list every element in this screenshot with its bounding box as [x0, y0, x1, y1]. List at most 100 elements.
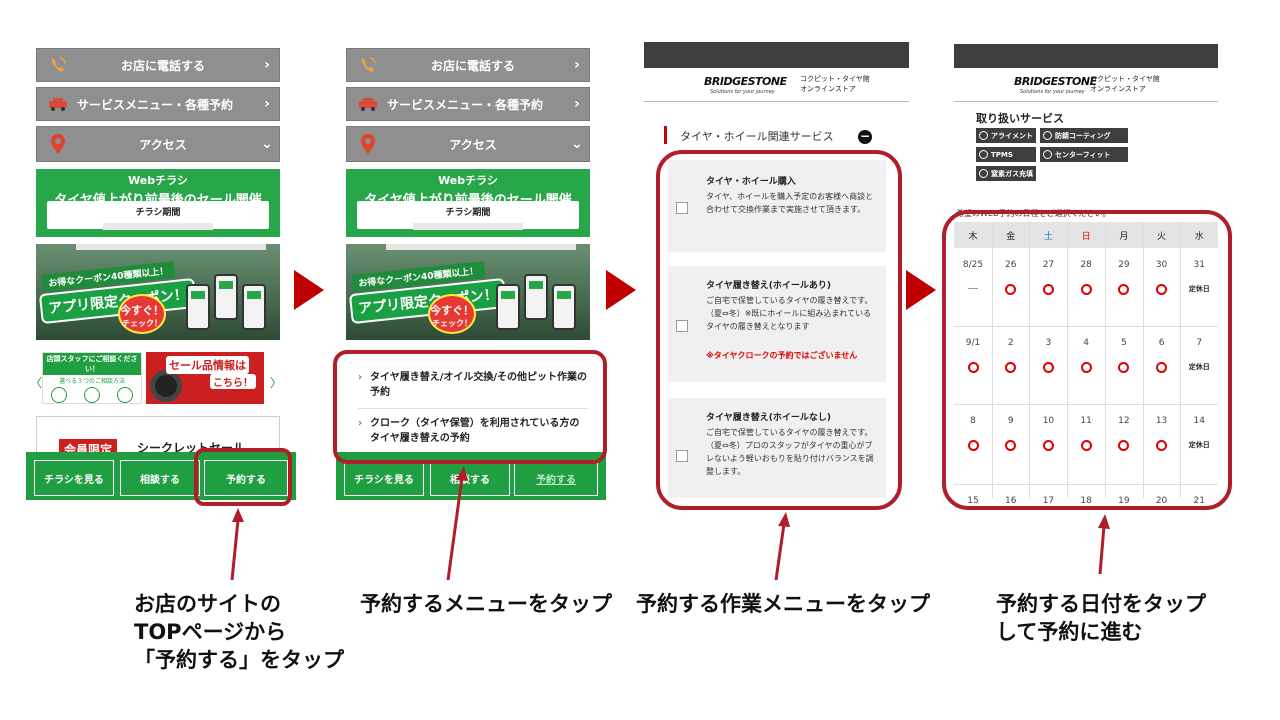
app-top-bar — [644, 42, 909, 68]
service-title: タイヤ履き替え(ホイールあり) — [706, 281, 831, 291]
store-name-line2: オンラインストア — [1090, 85, 1146, 93]
logo-tagline: Solutions for your journey — [1020, 89, 1085, 95]
flyer-line1: Webチラシ — [128, 174, 188, 187]
weekday-label: 土 — [1043, 232, 1053, 242]
phone-icon — [355, 52, 381, 78]
available-slot-icon[interactable] — [992, 362, 1030, 375]
reserve-button[interactable]: 予約する — [204, 460, 288, 496]
reserve-button[interactable]: 予約する — [514, 460, 598, 496]
carousel-next-icon[interactable]: 〉 — [270, 376, 283, 390]
service-checkbox[interactable] — [676, 202, 688, 214]
consult-banner[interactable]: 店頭スタッフにご相談ください！ 選べる３つのご相談方法 — [42, 352, 142, 404]
app-coupon-banner[interactable]: お得なクーポン40種類以上！ アプリ限定クーポン！ 今すぐ！チェック！ — [346, 244, 590, 340]
calendar-date: 15 — [967, 496, 979, 506]
service-checkbox[interactable] — [676, 450, 688, 462]
chevron-down-icon: ⌄ — [571, 136, 583, 152]
grid-line — [1104, 222, 1106, 498]
service-checkbox[interactable] — [676, 320, 688, 332]
consult-head: 店頭スタッフにご相談ください！ — [43, 353, 141, 375]
mail-icon — [83, 387, 100, 403]
phone-image — [214, 274, 238, 320]
view-flyer-button[interactable]: チラシを見る — [34, 460, 114, 496]
plus-icon — [1043, 150, 1052, 159]
web-flyer-banner[interactable]: Webチラシ タイヤ値上がり前最後のセール開催 チラシ期間 — [346, 169, 590, 237]
consult-sub: 選べる３つのご相談方法 — [58, 378, 125, 385]
phone-image — [186, 284, 210, 330]
consult-button[interactable]: 相談する — [430, 460, 510, 496]
grid-line — [954, 404, 1218, 405]
available-slot-icon[interactable] — [1067, 362, 1105, 375]
menu-access-label: アクセス — [139, 137, 187, 152]
calendar-date: 11 — [1080, 416, 1092, 426]
coupon-badge: 今すぐ！チェック！ — [428, 294, 476, 334]
highlight-service-list — [656, 150, 902, 510]
menu-call-label: お店に電話する — [430, 58, 515, 73]
calendar-date: 31 — [1193, 260, 1205, 270]
available-slot-icon[interactable] — [1029, 284, 1067, 297]
available-slot-icon[interactable] — [1105, 362, 1143, 375]
available-slot-icon[interactable] — [954, 440, 992, 453]
available-slot-icon[interactable] — [1105, 284, 1143, 297]
weekday-label: 月 — [1119, 232, 1129, 242]
menu-call-store[interactable]: お店に電話する › — [36, 48, 280, 82]
phone-icon — [116, 387, 133, 403]
service-desc: タイヤ、ホイールを購入予定のお客様へ商談と合わせて交換作業まで実施させて頂きます… — [706, 192, 874, 214]
store-header: BRIDGESTONE Solutions for your journey コ… — [644, 68, 909, 102]
sale-info-banner[interactable]: セール品情報は こちら！ — [146, 352, 264, 404]
calendar-date: 26 — [1004, 260, 1017, 270]
store-name-line2: オンラインストア — [800, 85, 856, 93]
menu-service-reserve[interactable]: サービスメニュー・各種予約 › — [346, 87, 590, 121]
menu-access[interactable]: アクセス ⌄ — [346, 126, 590, 162]
available-slot-icon[interactable] — [954, 362, 992, 375]
phone-image — [242, 284, 266, 330]
carousel-prev-icon[interactable]: 〈 — [30, 376, 43, 390]
available-slot-icon[interactable] — [1143, 440, 1181, 453]
menu-call-store[interactable]: お店に電話する › — [346, 48, 590, 82]
calendar-date: 16 — [1004, 496, 1017, 506]
chevron-right-icon: › — [264, 57, 270, 73]
available-slot-icon[interactable] — [992, 284, 1030, 297]
available-slot-icon[interactable] — [1105, 440, 1143, 453]
service-card-without-wheel[interactable]: タイヤ履き替え(ホイールなし) ご自宅で保管しているタイヤの履き替えです。（夏⇔… — [668, 398, 886, 498]
store-header: BRIDGESTONE Solutions for your journey コ… — [954, 68, 1218, 102]
calendar-date: 14 — [1193, 416, 1205, 426]
nitrogen-icon — [979, 169, 988, 178]
chip-nitrogen: 窒素ガス充填 — [976, 166, 1036, 181]
caption-step-4: 予約する日付をタップして予約に進む — [996, 592, 1206, 644]
available-slot-icon[interactable] — [992, 440, 1030, 453]
calendar-date: 27 — [1042, 260, 1055, 270]
collapse-icon[interactable]: − — [858, 129, 872, 144]
web-flyer-banner[interactable]: Webチラシ タイヤ値上がり前最後のセール開催 チラシ期間 — [36, 169, 280, 237]
calendar-date: 4 — [1083, 338, 1089, 348]
app-coupon-banner[interactable]: お得なクーポン40種類以上！ アプリ限定クーポン！ 今すぐ！チェック！ — [36, 244, 280, 340]
calendar-date: 12 — [1118, 416, 1130, 426]
menu-access[interactable]: アクセス ⌄ — [36, 126, 280, 162]
grid-line — [1142, 222, 1144, 498]
calendar-date: 10 — [1042, 416, 1055, 426]
available-slot-icon[interactable] — [1143, 284, 1181, 297]
consult-button[interactable]: 相談する — [120, 460, 200, 496]
reserve-option-pit-work[interactable]: タイヤ履き替え/オイル交換/その他ピット作業の予約 — [358, 370, 588, 400]
car-icon — [355, 91, 381, 117]
available-slot-icon[interactable] — [1029, 362, 1067, 375]
view-flyer-button[interactable]: チラシを見る — [344, 460, 424, 496]
phone-icon — [45, 52, 71, 78]
service-card-with-wheel[interactable]: タイヤ履き替え(ホイールあり) ご自宅で保管しているタイヤの履き替えです。（夏⇔… — [668, 266, 886, 382]
reserve-option-cloak-change[interactable]: クローク（タイヤ保管）を利用されている方のタイヤ履き替えの予約 — [358, 416, 588, 446]
menu-service-label: サービスメニュー・各種予約 — [77, 97, 234, 112]
available-slot-icon[interactable] — [1143, 362, 1181, 375]
phone-image — [524, 274, 548, 320]
available-slot-icon[interactable] — [1029, 440, 1067, 453]
flyer-line1: Webチラシ — [438, 174, 498, 187]
closed-day-label: 定休日 — [1188, 285, 1210, 293]
logo-tagline: Solutions for your journey — [710, 89, 775, 95]
available-slot-icon[interactable] — [1067, 284, 1105, 297]
menu-access-label: アクセス — [449, 137, 497, 152]
tpms-icon — [979, 150, 988, 159]
menu-service-reserve[interactable]: サービスメニュー・各種予約 › — [36, 87, 280, 121]
closed-day-label: 定休日 — [1188, 441, 1210, 449]
available-slot-icon[interactable] — [1067, 440, 1105, 453]
sale-line2: こちら！ — [210, 374, 256, 389]
service-card-purchase[interactable]: タイヤ・ホイール購入 タイヤ、ホイールを購入予定のお客様へ商談と合わせて交換作業… — [668, 160, 886, 252]
calendar-date: 21 — [1193, 496, 1205, 506]
